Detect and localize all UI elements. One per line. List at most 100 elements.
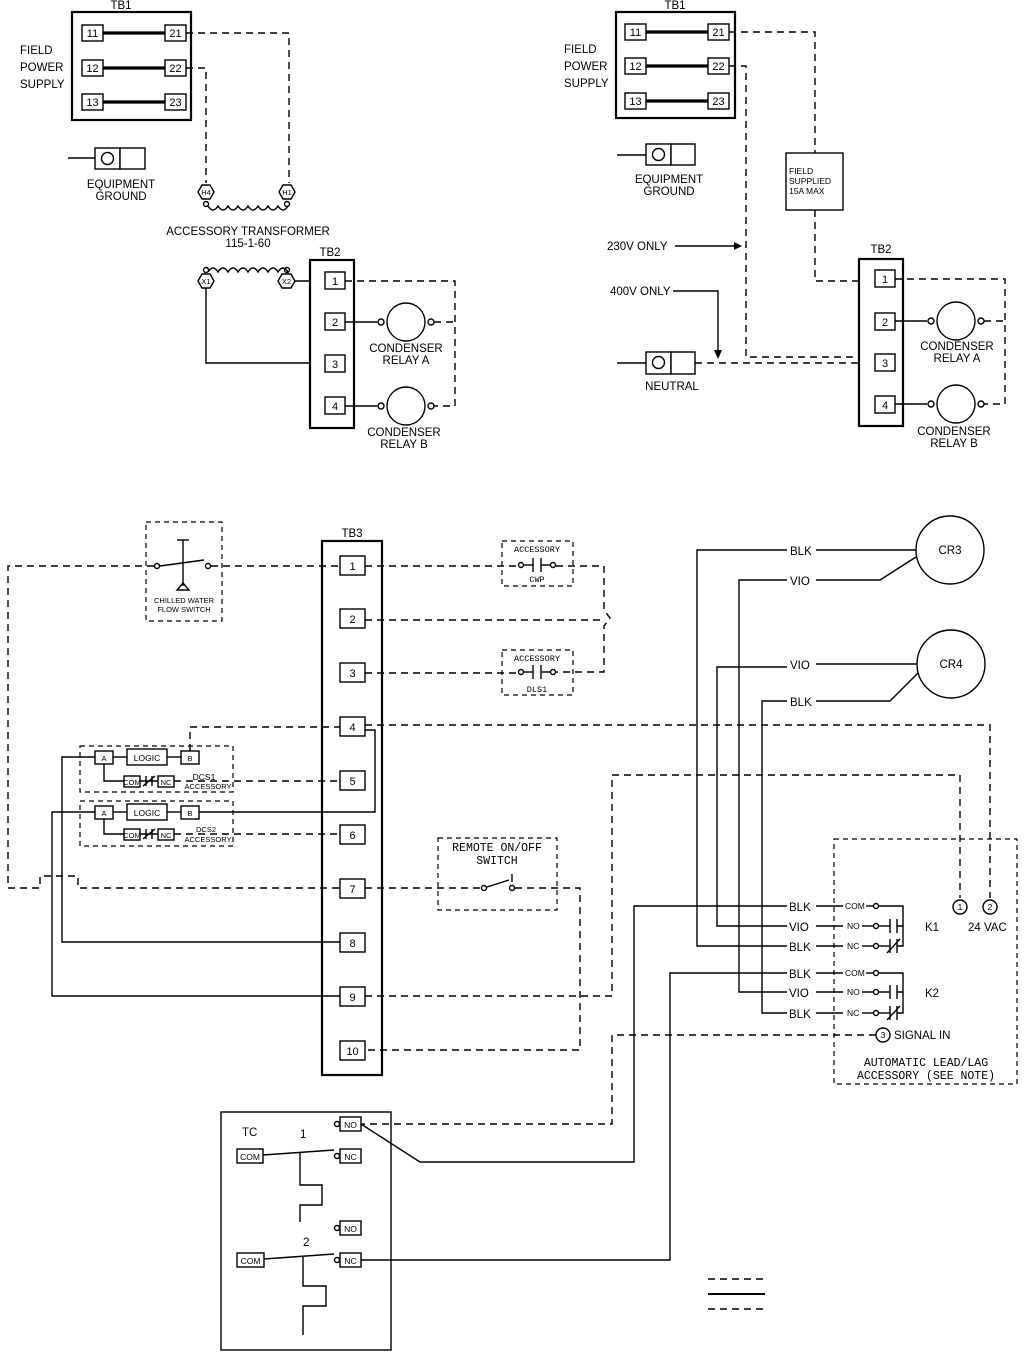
svg-text:23: 23 xyxy=(712,96,724,108)
svg-text:BLK: BLK xyxy=(789,1009,811,1021)
svg-text:3: 3 xyxy=(332,359,338,371)
note-400v: 400V ONLY xyxy=(610,286,671,298)
tb3-block xyxy=(320,539,384,1077)
terminal-2-icon xyxy=(982,899,998,915)
svg-text:FIELD: FIELD xyxy=(564,44,597,56)
svg-text:8: 8 xyxy=(349,938,355,950)
tb1-terminal: 11 12 13 21 22 23 xyxy=(81,24,187,111)
svg-text:4: 4 xyxy=(349,722,355,734)
tb1-terminal: 11 12 13 21 22 23 xyxy=(624,23,730,110)
remote-switch-label: REMOTE ON/OFF xyxy=(452,842,542,855)
signal-in-label: SIGNAL IN xyxy=(894,1030,950,1042)
equipment-ground-label: EQUIPMENT xyxy=(635,174,703,186)
dcs2-accessory-box xyxy=(79,800,234,847)
svg-text:VIO: VIO xyxy=(789,988,809,1000)
svg-text:NO: NO xyxy=(344,1120,357,1130)
tb2-terminal: 1 2 3 4 xyxy=(324,271,346,415)
svg-text:1: 1 xyxy=(958,902,963,912)
svg-text:ACCESSORY: ACCESSORY xyxy=(185,835,232,844)
svg-text:COM: COM xyxy=(123,778,141,787)
diagram-a: TB1 11 12 13 21 22 23 FIELD POWER SUPPLY… xyxy=(20,0,456,451)
svg-text:NC: NC xyxy=(344,1152,356,1162)
tc-stage-1: NO COM NC xyxy=(236,1116,362,1222)
neutral-label: NEUTRAL xyxy=(645,381,699,393)
svg-text:NC: NC xyxy=(161,831,172,840)
dcs1-label: DCS1 xyxy=(193,772,216,782)
control-diagram: TB3 1 2 3 4 5 6 7 8 9 10 CHILLED WATER F… xyxy=(7,515,1018,1351)
svg-text:2: 2 xyxy=(349,614,355,626)
cwp-accessory-box xyxy=(501,540,574,587)
tc-stage-2-label: 2 xyxy=(303,1237,309,1249)
wire-label: VIO xyxy=(790,576,810,588)
tb3-title: TB3 xyxy=(341,528,362,540)
k2-label: K2 xyxy=(925,988,939,1000)
svg-text:RELAY A: RELAY A xyxy=(934,353,981,365)
relay-b-label: CONDENSER xyxy=(917,426,990,438)
svg-text:9: 9 xyxy=(349,992,355,1004)
remote-switch-icon xyxy=(480,874,516,892)
transformer-icon: H4 H1 X1 X2 xyxy=(197,184,296,289)
neutral-ground-icon xyxy=(617,351,696,375)
svg-text:NO: NO xyxy=(344,1224,357,1234)
svg-text:10: 10 xyxy=(346,1046,358,1058)
svg-text:1: 1 xyxy=(349,561,355,573)
line-legend xyxy=(708,1278,765,1310)
svg-text:SUPPLY: SUPPLY xyxy=(20,79,65,91)
dcs2-module: A LOGIC B COM NC xyxy=(94,803,200,841)
svg-text:B: B xyxy=(187,809,192,818)
tc-stage-1-label: 1 xyxy=(300,1129,306,1141)
svg-text:SUPPLY: SUPPLY xyxy=(564,78,609,90)
arrow-icon xyxy=(734,242,742,250)
tc-title: TC xyxy=(242,1127,257,1139)
svg-text:4: 4 xyxy=(882,400,888,412)
transformer-rating: 115-1-60 xyxy=(225,238,270,250)
lead-lag-title: AUTOMATIC LEAD/LAG xyxy=(864,1057,988,1070)
flow-switch-label: CHILLED WATER xyxy=(154,596,215,605)
svg-text:NO: NO xyxy=(847,987,860,997)
svg-text:12: 12 xyxy=(86,63,98,75)
svg-text:X2: X2 xyxy=(282,277,291,286)
svg-text:NC: NC xyxy=(161,778,172,787)
tb1-title: TB1 xyxy=(110,0,131,12)
svg-text:ACCESSORY: ACCESSORY xyxy=(185,782,232,791)
svg-text:A: A xyxy=(101,754,106,763)
svg-text:21: 21 xyxy=(169,28,181,40)
relay-coil-icon xyxy=(345,302,435,426)
svg-text:COM: COM xyxy=(845,968,865,978)
svg-text:GROUND: GROUND xyxy=(95,191,146,203)
equipment-ground-icon xyxy=(617,143,696,166)
relay-coil-icon xyxy=(895,301,985,424)
svg-text:22: 22 xyxy=(169,63,181,75)
k2-relay: BLK COM VIO NO BLK NC K2 xyxy=(789,968,939,1021)
svg-text:RELAY A: RELAY A xyxy=(383,355,430,367)
k1-relay: BLK COM VIO NO BLK NC K1 xyxy=(789,901,939,954)
svg-text:POWER: POWER xyxy=(20,62,63,74)
svg-text:NC: NC xyxy=(847,1008,859,1018)
svg-text:2: 2 xyxy=(882,317,888,329)
diagram-b: TB1 11 12 13 21 22 23 FIELD POWER SUPPLY… xyxy=(564,0,1006,450)
wire-label: BLK xyxy=(790,697,812,709)
svg-text:SUPPLIED: SUPPLIED xyxy=(789,176,831,186)
svg-text:GROUND: GROUND xyxy=(643,186,694,198)
svg-text:NC: NC xyxy=(847,941,859,951)
contact-icon xyxy=(517,558,557,572)
flow-switch-box xyxy=(145,521,223,622)
tb2-terminal: 1 2 3 4 xyxy=(874,269,896,414)
cr4-label: CR4 xyxy=(939,659,963,671)
tc-box xyxy=(220,1111,392,1351)
cr3-label: CR3 xyxy=(938,545,961,557)
svg-text:LOGIC: LOGIC xyxy=(134,753,160,763)
svg-text:BLK: BLK xyxy=(789,969,811,981)
svg-text:CWP: CWP xyxy=(529,575,544,585)
lead-lag-accessory-box xyxy=(833,838,1018,1085)
dcs1-module: A LOGIC B COM NC xyxy=(94,748,200,788)
relay-a-label: CONDENSER xyxy=(369,343,442,355)
svg-text:RELAY B: RELAY B xyxy=(380,439,428,451)
field-power-supply-label: FIELD POWER SUPPLY xyxy=(20,45,65,91)
svg-text:21: 21 xyxy=(712,27,724,39)
svg-text:H4: H4 xyxy=(201,188,211,197)
svg-text:23: 23 xyxy=(169,97,181,109)
svg-text:12: 12 xyxy=(629,61,641,73)
svg-text:3: 3 xyxy=(882,358,888,370)
